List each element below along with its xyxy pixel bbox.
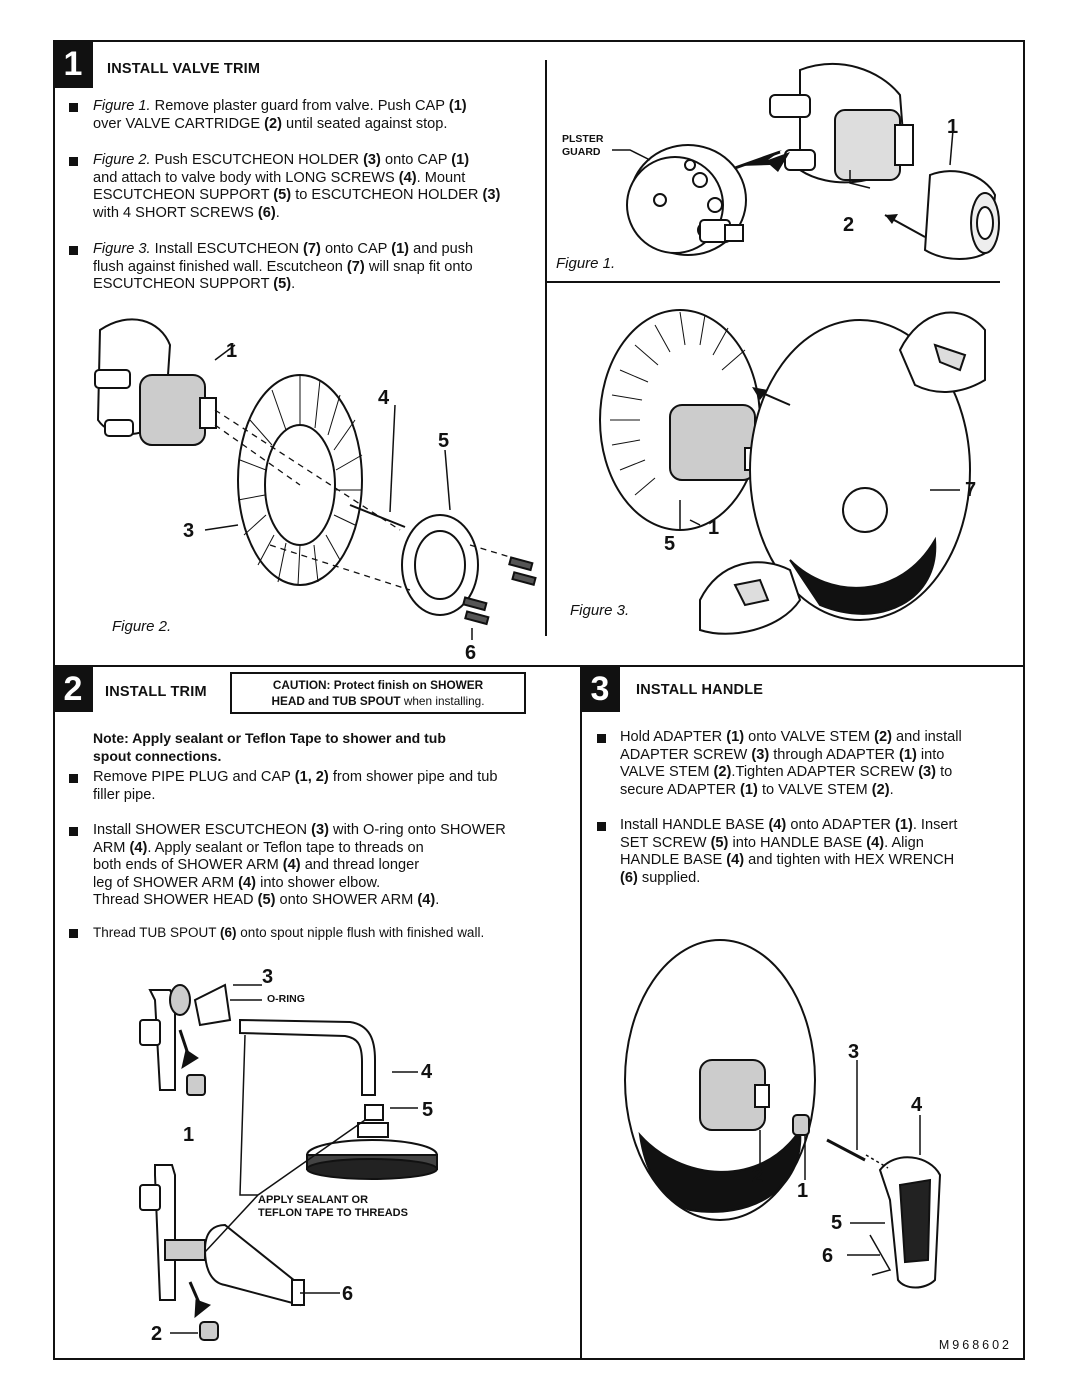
s3-callout-2: 2 [752,1165,764,1187]
fig2-callout-5: 5 [438,430,450,452]
divider-section-middle [53,665,1025,667]
s2-callout-2: 2 [151,1323,163,1345]
s3-callout-6: 6 [822,1245,834,1267]
fig1-callout-1: 1 [947,116,959,138]
bullet-square [69,774,78,783]
fig2-callout-6: 6 [465,642,477,664]
bullet-square [69,929,78,938]
fig2-callout-3: 3 [183,520,195,542]
label-o-ring: O-RING [267,993,305,1005]
s2-callout-4: 4 [421,1061,433,1083]
divider-vertical-top [545,60,547,636]
section-3-title: INSTALL HANDLE [636,682,764,698]
divider-vertical-bottom [580,665,582,1360]
s2-bullet-3: Thread TUB SPOUT (6) onto spout nipple f… [93,925,485,940]
bullet-square [69,246,78,255]
bullet-square [69,157,78,166]
step-number-1: 1 [53,40,93,88]
s2-callout-3: 3 [262,966,274,988]
figure-1-caption: Figure 1. [556,255,616,272]
fig2-callout-4: 4 [378,387,390,409]
fig3-callout-5: 5 [664,533,676,555]
s3-callout-3: 3 [848,1041,860,1063]
s3-callout-4: 4 [911,1094,923,1116]
section-2-title: INSTALL TRIM [105,684,207,700]
s1-bullet-1: Figure 1. Remove plaster guard from valv… [93,98,467,132]
bullet-square [69,103,78,112]
divider-fig1-bottom [545,281,1000,283]
fig3-callout-7: 7 [965,479,977,501]
figure-3-caption: Figure 3. [570,602,630,619]
fig1-callout-2: 2 [843,214,855,236]
s2-note: Note: Apply sealant or Teflon Tape to sh… [93,730,446,764]
s2-callout-5: 5 [422,1099,434,1121]
bullet-square [597,734,606,743]
s3-callout-5: 5 [831,1212,843,1234]
s2-bullet-1: Remove PIPE PLUG and CAP (1, 2) from sho… [93,769,498,803]
bullet-square [597,822,606,831]
fig2-callout-1: 1 [226,340,238,362]
section-1-title: INSTALL VALVE TRIM [107,61,261,77]
s2-callout-1: 1 [183,1124,195,1146]
bullet-square [69,827,78,836]
document-code: M968602 [938,1338,1012,1352]
s1-bullet-2: Figure 2. Push ESCUTCHEON HOLDER (3) ont… [93,152,501,221]
caution-box: CAUTION: Protect finish on SHOWER HEAD a… [230,672,526,714]
s3-bullet-2: Install HANDLE BASE (4) onto ADAPTER (1)… [620,817,958,886]
fig3-callout-1: 1 [708,517,720,539]
step-number-2: 2 [53,667,93,712]
s3-callout-1: 1 [797,1180,809,1202]
s2-bullet-2: Install SHOWER ESCUTCHEON (3) with O-rin… [93,822,506,908]
figure-2-caption: Figure 2. [112,618,172,635]
s1-bullet-3: Figure 3. Install ESCUTCHEON (7) onto CA… [93,241,474,292]
s2-callout-6: 6 [342,1283,354,1305]
s3-bullet-1: Hold ADAPTER (1) onto VALVE STEM (2) and… [620,729,962,798]
step-number-3: 3 [580,667,620,712]
